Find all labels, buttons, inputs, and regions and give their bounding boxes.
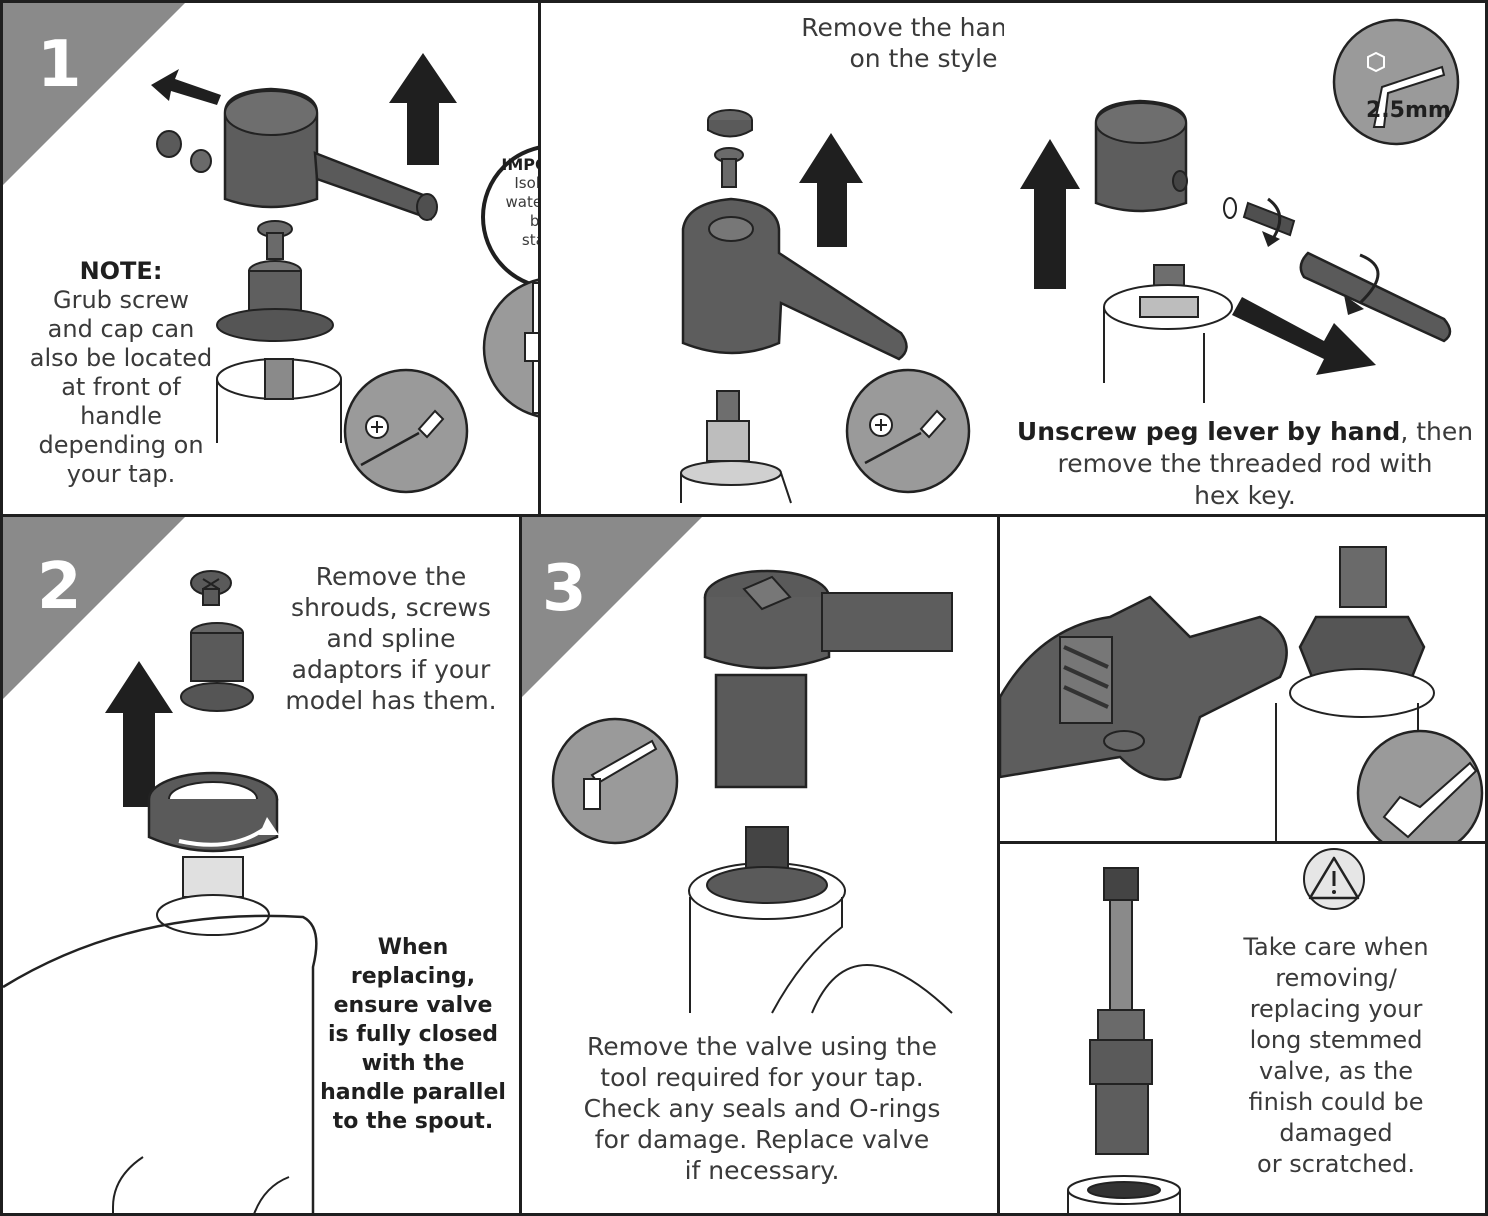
spanner-illustration [1000,517,1488,844]
caption-line: Remove the valve using the [542,1031,982,1062]
warning-line: or scratched. [1210,1149,1462,1180]
spanner-tool-icon [1358,731,1482,844]
instruction-line: and spline [269,623,513,654]
arrow-up-icon [389,53,457,165]
long-stem-warning-panel: Take care when removing/ replacing your … [997,841,1488,1216]
replace-line: handle parallel [317,1078,509,1107]
warning-line: Take care when [1210,932,1462,963]
instruction-line: Remove the [269,561,513,592]
instruction-line: adaptors if your [269,654,513,685]
arrow-up-icon [1020,139,1080,289]
warning-line: removing/ [1210,963,1462,994]
note-line: and cap can [21,315,221,344]
shroud-instructions: Remove the shrouds, screws and spline ad… [269,561,513,716]
caption-line: for damage. Replace valve [542,1124,982,1155]
caption-line-1: Unscrew peg lever by hand, then [1008,416,1482,448]
step-2-panel: 2 Remove the shrouds, screws and spline … [0,514,522,1216]
note-line: also be located [21,344,221,373]
note-line: Grub screw [21,286,221,315]
warning-line: replacing your [1210,994,1462,1025]
note-line: depending on [21,431,221,460]
warning-line: valve, as the [1210,1056,1462,1087]
replace-line: replacing, [317,962,509,991]
replace-line: When [317,933,509,962]
note-line: at front of [21,373,221,402]
important-title: IMPORTANT [483,155,541,174]
caption-line: tool required for your tap. [542,1062,982,1093]
important-line: water supply [483,193,541,212]
replace-line: ensure valve [317,991,509,1020]
warning-line: long stemmed [1210,1025,1462,1056]
caption-line: Check any seals and O-rings [542,1093,982,1124]
peg-lever-caption: Unscrew peg lever by hand, then remove t… [1008,416,1482,512]
arrow-up-icon [799,133,863,247]
important-line: starting! [483,231,541,250]
warning-line: finish could be [1210,1087,1462,1118]
note-title: NOTE: [21,257,221,286]
caption-line: remove the threaded rod with [1008,448,1482,480]
step-1-panel: 1 [0,0,541,517]
lever-handle-panel [538,0,1007,517]
socket-wrench-tool-icon [553,719,677,843]
long-stem-warning-text: Take care when removing/ replacing your … [1210,932,1462,1180]
note-line: handle [21,402,221,431]
note-line: your tap. [21,460,221,489]
replace-line: to the spout. [317,1107,509,1136]
replacing-instructions: When replacing, ensure valve is fully cl… [317,933,509,1136]
arrow-left-icon [151,69,221,105]
replace-line: is fully closed [317,1020,509,1049]
important-text-block: IMPORTANT Isolate the water supply befor… [483,155,541,250]
instruction-line: model has them. [269,685,513,716]
screwdriver-tool-icon [345,370,467,492]
caption-bold: Unscrew peg lever by hand [1017,417,1400,446]
important-line: Isolate the [483,174,541,193]
caption-line: hex key. [1008,480,1482,512]
screwdriver-tool-icon [847,370,969,492]
instruction-line: shrouds, screws [269,592,513,623]
caption-line: if necessary. [542,1155,982,1186]
replace-line: with the [317,1049,509,1078]
step-3-panel: 3 Remove the valve using the tool requir… [519,514,1000,1216]
warning-line: damaged [1210,1118,1462,1149]
important-line: before [483,212,541,231]
lever-handle-illustration [541,3,1007,517]
caption-rest: , then [1400,417,1473,446]
note-text-block: NOTE: Grub screw and cap can also be loc… [21,257,221,489]
hex-size-label: 2.5mm [1366,98,1451,123]
spanner-panel [997,514,1488,844]
valve-removal-caption: Remove the valve using the tool required… [542,1031,982,1186]
